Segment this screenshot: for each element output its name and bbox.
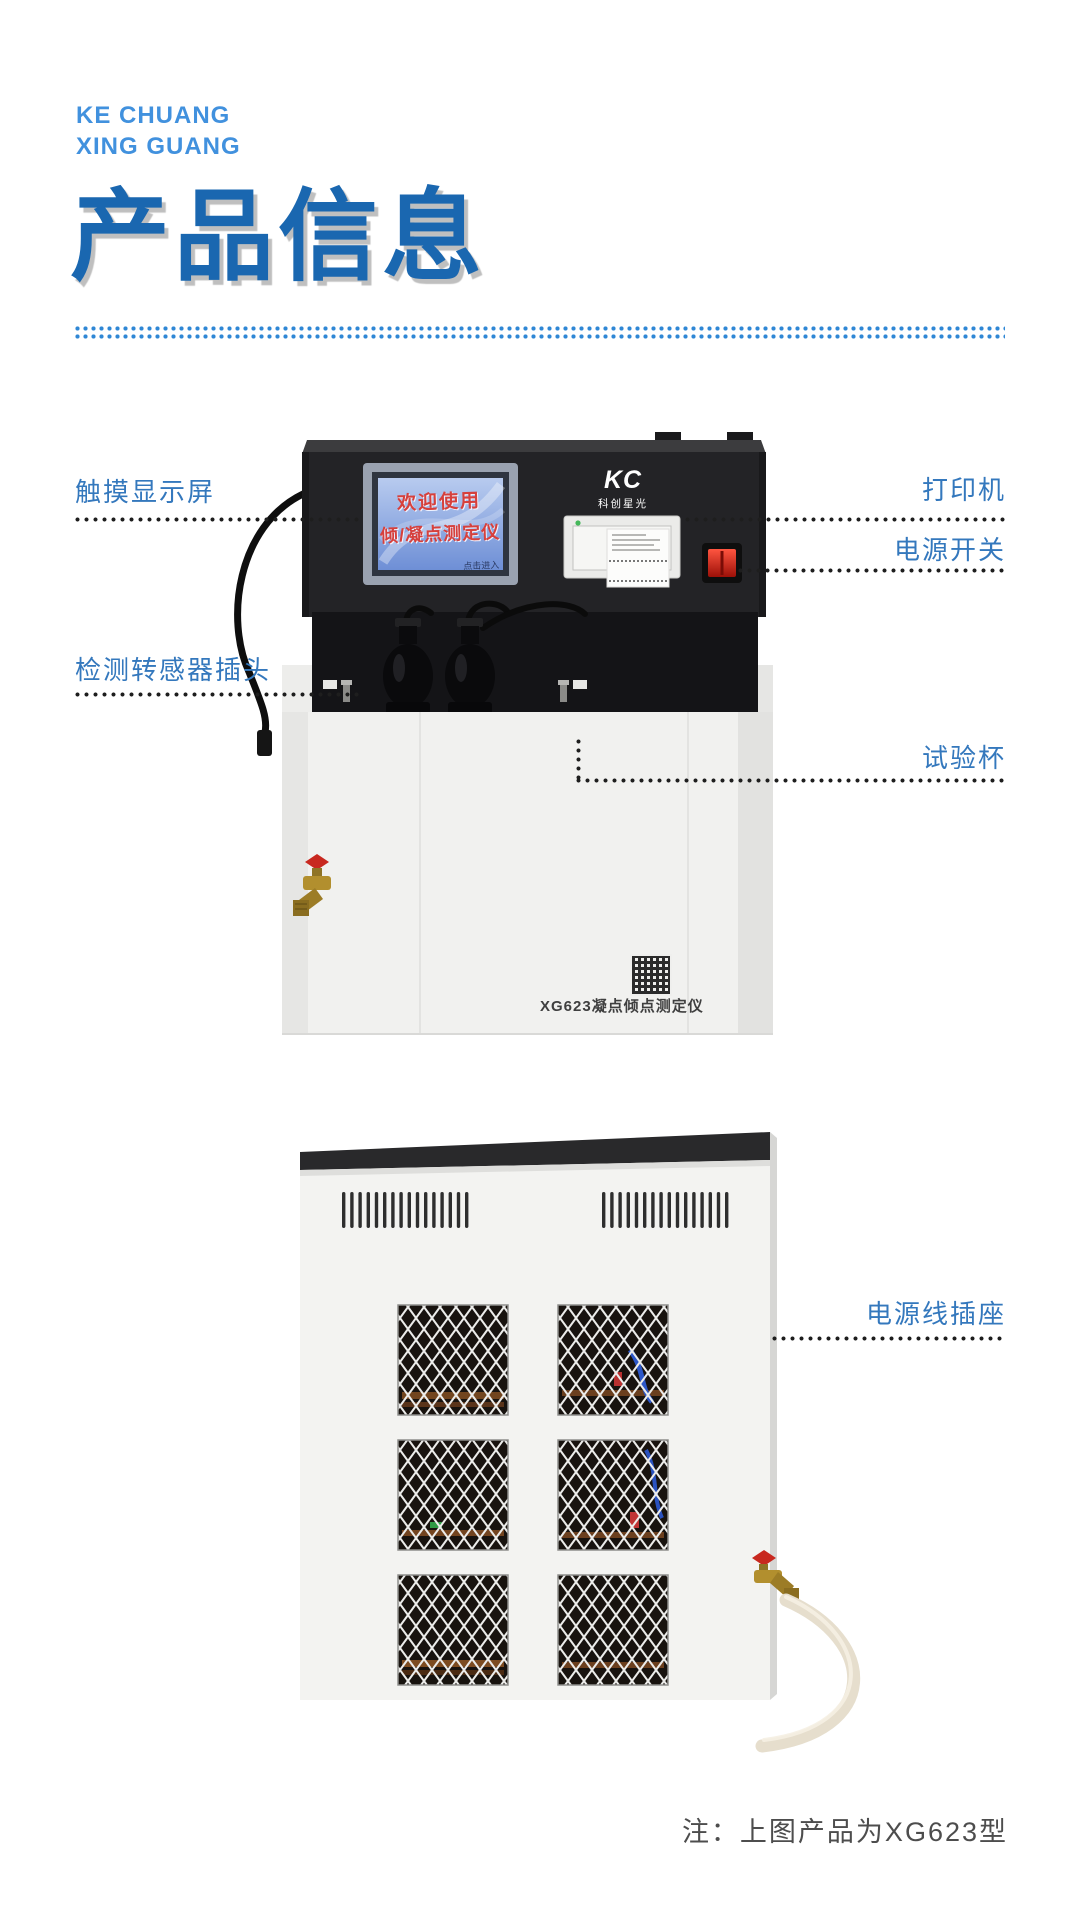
screen-welcome-line: 欢迎使用 <box>396 490 482 515</box>
front-screen-text: 欢迎使用 倾/凝点测定仪 点击进入 <box>377 485 504 573</box>
qr-caption: XG623凝点倾点测定仪 <box>540 998 704 1015</box>
front-touch-screen <box>363 463 518 585</box>
label-touch-screen: 触摸显示屏 <box>75 477 216 507</box>
back-drain-hose <box>755 1593 860 1753</box>
leader-printer <box>685 517 1006 522</box>
header-dotted-divider-row1 <box>75 326 1005 331</box>
brand-line2: XING GUANG <box>76 133 241 160</box>
label-test-cup: 试验杯 <box>921 743 1006 773</box>
back-cabinet <box>300 1132 777 1700</box>
front-drain-faucet <box>293 854 331 916</box>
label-sensor-plug: 检测转感器插头 <box>75 655 272 685</box>
kc-logo-mark: KC <box>603 466 643 494</box>
label-printer: 打印机 <box>921 475 1006 505</box>
back-mesh-vent-r2c1 <box>397 1439 509 1551</box>
front-sensor-probe-right <box>445 618 495 714</box>
brand-line1: KE CHUANG <box>76 102 231 129</box>
front-body-shoulder-left <box>282 665 312 715</box>
back-machine-photo <box>300 1132 860 1753</box>
qr-code <box>630 954 672 996</box>
page-title: 产品信息 <box>70 181 486 293</box>
leader-test-cup <box>576 778 1006 783</box>
front-printer <box>563 515 681 588</box>
leader-touch-screen <box>75 517 360 522</box>
screen-device-line: 倾/凝点测定仪 <box>379 521 501 547</box>
kc-logo-name: 科创星光 <box>598 498 648 510</box>
back-mesh-vent-r2c2 <box>557 1439 669 1551</box>
leader-power-socket <box>772 1336 1006 1341</box>
front-body-shoulder-right <box>758 665 773 715</box>
label-power-switch: 电源开关 <box>893 535 1006 565</box>
leader-test-cup-vertical <box>576 739 581 783</box>
label-power-socket: 电源线插座 <box>865 1299 1006 1329</box>
leader-power-switch <box>738 568 1006 573</box>
brand-text: KE CHUANG XING GUANG <box>76 100 241 162</box>
model-note: 注：上图产品为XG623型 <box>681 1817 1008 1847</box>
front-sensor-shelf <box>312 612 758 712</box>
back-mesh-vent-r3c1 <box>397 1574 509 1686</box>
back-vent-slots-right <box>602 1192 729 1228</box>
back-mesh-vent-r3c2 <box>557 1574 669 1686</box>
front-sensor-probe-left <box>383 618 433 714</box>
front-power-switch <box>702 543 742 583</box>
header-dotted-divider-row2 <box>75 334 1005 339</box>
front-bath-body <box>282 712 773 1035</box>
back-mesh-vent-r1c2 <box>557 1304 669 1416</box>
front-terminal-right <box>558 680 587 702</box>
back-mesh-vent-r1c1 <box>397 1304 509 1416</box>
back-vent-slots-left <box>342 1192 469 1228</box>
front-machine-photo <box>234 432 773 1035</box>
leader-sensor-plug <box>75 692 360 697</box>
front-power-cord <box>234 490 307 756</box>
brand-logo: KC 科创星光 <box>594 466 652 511</box>
